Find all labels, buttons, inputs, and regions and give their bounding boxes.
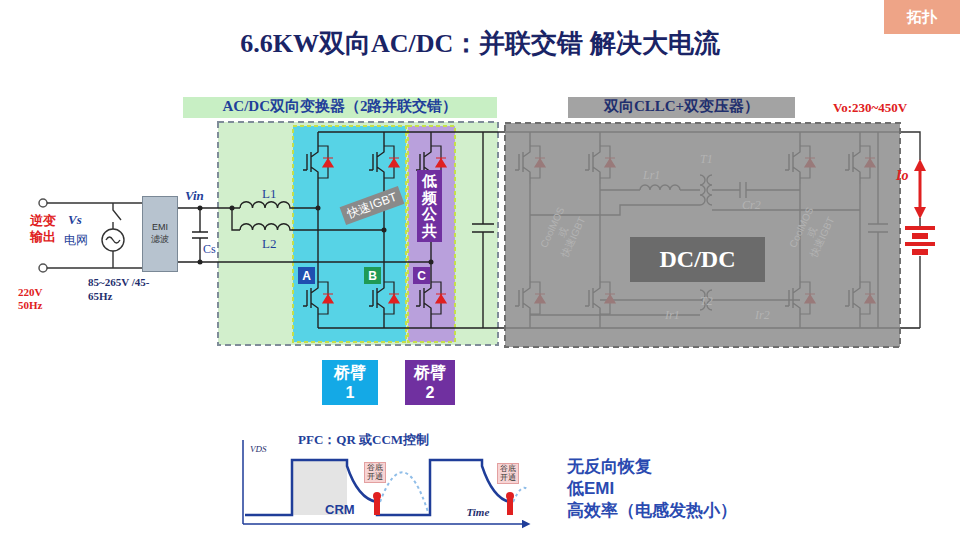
axis xyxy=(243,440,526,524)
diagram-label: T1 xyxy=(700,152,713,167)
bridge-arm-tag-text: 桥臂 1 xyxy=(330,363,370,401)
low-freq-common-tag: 低频公共 xyxy=(417,170,442,242)
diagram-label: CoolMOS 或 快速IGBT xyxy=(786,202,838,262)
leg2-area xyxy=(408,126,455,342)
igbt-tag: 快速IGBT xyxy=(340,185,405,224)
diagram-label: Vin xyxy=(185,188,204,204)
diagram-label: Time xyxy=(467,506,490,518)
ac-source xyxy=(102,229,124,251)
diagram-label: Lr1 xyxy=(643,168,660,183)
diagram-label: 低EMI xyxy=(567,477,614,500)
bridge-arm-tag: 桥臂 1 xyxy=(322,360,378,405)
input-wire xyxy=(178,208,431,262)
diagram-label: L2 xyxy=(262,236,276,252)
diagram-label: Io xyxy=(896,168,908,184)
diagram-label: 85~265V /45-65Hz xyxy=(88,276,150,304)
junction-dot xyxy=(316,206,321,211)
terminal xyxy=(39,199,47,207)
diagram-label: Vs xyxy=(68,212,82,228)
tab-badge-text: 拓扑 xyxy=(907,8,937,27)
page-title: 6.6KW双向AC/DC：并联交错 解决大电流 xyxy=(0,26,960,61)
diagram-label: VDS xyxy=(250,444,267,454)
igbt-symbol xyxy=(369,140,399,184)
diagram-label: 220V 50Hz xyxy=(18,286,58,312)
tab-badge: 拓扑 xyxy=(884,0,960,34)
diagram-label: Ir1 xyxy=(665,308,680,323)
bridge-arm-tag: 桥臂 2 xyxy=(405,360,455,405)
diagram-label: PFC：QR 或CCM控制 xyxy=(298,431,429,449)
diagram-label: CoolMOS 或 快速IGBT xyxy=(537,202,589,262)
acdc-region: AC/DC双向变换器（2路并联交错）快速IGBT低频公共ABC xyxy=(218,97,498,345)
leg-marker: A xyxy=(298,267,315,284)
diagram-label: T2 xyxy=(700,294,713,309)
diagram-label: 无反向恢复 xyxy=(567,455,652,478)
igbt-symbol xyxy=(303,140,333,184)
junction-dot xyxy=(230,206,235,211)
diagram-label: CRM xyxy=(325,502,355,517)
emi-filter: EMI 滤波 xyxy=(142,196,178,272)
acdc-region-outline xyxy=(218,122,498,345)
diagram-label: 高效率（电感发热小） xyxy=(567,499,737,522)
terminal xyxy=(39,264,47,272)
grid-wire xyxy=(47,203,142,268)
diagram-label: 逆变 输出 xyxy=(30,213,60,246)
wire-connector xyxy=(498,131,505,132)
leg-marker-text: B xyxy=(368,269,377,283)
dcdc-block: DC/DC xyxy=(630,237,765,282)
valley-switch-tag-text: 谷底 开通 xyxy=(499,465,517,483)
bridge-arm-tag-text: 桥臂 2 xyxy=(410,363,450,401)
diagram-label: 电网 xyxy=(64,232,88,249)
junction-dot xyxy=(382,228,387,233)
diagram-label: Ir2 xyxy=(755,308,770,323)
igbt-tag-text: 快速IGBT xyxy=(345,188,400,222)
wire-connector xyxy=(178,207,218,208)
diagram-label: Vo:230~450V xyxy=(833,100,907,116)
battery-plate xyxy=(912,236,928,252)
valley-pin-head xyxy=(506,492,514,500)
greyed-overlay xyxy=(505,123,900,347)
leg1-area xyxy=(293,126,406,342)
junction-dot xyxy=(429,260,434,265)
inductor-coil xyxy=(240,224,384,230)
inductor-coil xyxy=(240,202,318,208)
valley-switch-tag: 谷底 开通 xyxy=(497,463,519,484)
leg-marker-text: C xyxy=(417,269,426,283)
junction-dot xyxy=(198,260,203,265)
leg-marker: B xyxy=(364,267,381,284)
valley-switch-tag-text: 谷底 开通 xyxy=(366,464,384,482)
valley-pin-head xyxy=(373,492,381,500)
cllc-region-text: 双向CLLC+双变压器） xyxy=(568,97,795,118)
diagram-label: Cs xyxy=(203,242,216,257)
low-freq-common-tag-text: 低频公共 xyxy=(422,173,437,239)
valley-switch-tag: 谷底 开通 xyxy=(364,462,386,483)
leg-marker-text: A xyxy=(302,269,311,283)
current-arrow xyxy=(919,165,922,213)
dcdc-block-text: DC/DC xyxy=(660,246,736,273)
ac-source-wave xyxy=(106,237,120,243)
emi-filter-text: EMI 滤波 xyxy=(147,222,173,245)
diagram-label: Cr2 xyxy=(742,198,761,213)
acdc-region-text: AC/DC双向变换器（2路并联交错） xyxy=(183,97,497,118)
diagram-label: L1 xyxy=(262,186,276,202)
leg-marker: C xyxy=(413,267,430,284)
